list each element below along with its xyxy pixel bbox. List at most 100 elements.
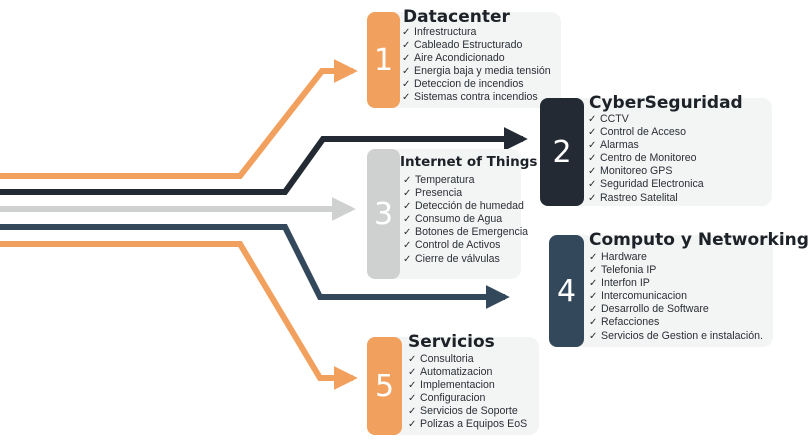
card-servicios-title: Servicios (408, 332, 495, 352)
list-item-label: CCTV (600, 113, 629, 125)
list-item: ✓Alarmas (588, 139, 704, 152)
check-icon: ✓ (403, 175, 412, 186)
card-computo-list: ✓Hardware✓Telefonia IP✓Interfon IP✓Inter… (589, 251, 763, 343)
list-item: ✓Control de Acceso (588, 126, 704, 139)
list-item-label: Servicios de Soporte (420, 405, 518, 418)
list-item: ✓Rastreo Satelital (588, 192, 704, 205)
check-icon: ✓ (588, 153, 597, 165)
list-item: ✓Polizas a Equipos EoS (408, 418, 527, 431)
list-item-label: Sistemas contra incendios (414, 91, 538, 104)
list-item-label: Control de Activos (415, 239, 501, 252)
card-servicios-number: 5 (367, 337, 402, 435)
card-computo-panel (549, 235, 773, 347)
check-icon: ✓ (589, 330, 598, 342)
list-item-label: Detección de humedad (415, 200, 524, 213)
list-item: ✓Deteccion de incendios (402, 78, 551, 91)
check-icon: ✓ (589, 252, 598, 263)
list-item: ✓Refacciones (589, 316, 763, 329)
arrow-datacenter (0, 59, 358, 179)
list-item-label: Centro de Monitoreo (600, 152, 697, 165)
list-item-label: Cierre de válvulas (415, 252, 500, 265)
list-item-label: Hardware (601, 251, 647, 263)
check-icon: ✓ (588, 140, 597, 152)
list-item-label: Botones de Emergencia (415, 226, 529, 239)
list-item: ✓Sistemas contra incendios (402, 91, 551, 104)
list-item-label: Temperatura (415, 174, 475, 186)
check-icon: ✓ (589, 317, 598, 329)
check-icon: ✓ (408, 354, 417, 365)
check-icon: ✓ (589, 278, 598, 290)
list-item: ✓Servicios de Soporte (408, 405, 527, 418)
list-item-label: Configuracion (420, 392, 486, 405)
list-item-label: Telefonia IP (601, 264, 657, 277)
check-icon: ✓ (402, 92, 411, 104)
check-icon: ✓ (402, 40, 411, 52)
card-iot-list: ✓Temperatura✓Presencia✓Detección de hume… (403, 174, 528, 266)
check-icon: ✓ (402, 53, 411, 65)
list-item-label: Implementacion (420, 379, 495, 392)
check-icon: ✓ (403, 240, 412, 252)
list-item-label: Monitoreo GPS (600, 165, 673, 178)
list-item-label: Energia baja y media tensión (414, 65, 551, 78)
check-icon: ✓ (588, 127, 597, 139)
check-icon: ✓ (402, 66, 411, 78)
list-item: ✓Implementacion (408, 379, 527, 392)
list-item: ✓Monitoreo GPS (588, 165, 704, 178)
list-item-label: Rastreo Satelital (600, 191, 678, 204)
card-cyberseguridad-list: ✓CCTV✓Control de Acceso✓Alarmas✓Centro d… (588, 113, 704, 205)
list-item-label: Infrestructura (414, 26, 477, 38)
check-icon: ✓ (408, 367, 417, 379)
check-icon: ✓ (408, 419, 417, 431)
card-servicios-list: ✓Consultoria✓Automatizacion✓Implementaci… (408, 353, 527, 432)
list-item: ✓Interfon IP (589, 277, 763, 290)
card-datacenter-list: ✓Infrestructura✓Cableado Estructurado✓Ai… (402, 26, 551, 105)
list-item: ✓Consumo de Agua (403, 213, 528, 226)
list-item: ✓Aire Acondicionado (402, 52, 551, 65)
list-item-label: Interfon IP (601, 277, 650, 290)
check-icon: ✓ (588, 192, 597, 204)
list-item-label: Cableado Estructurado (414, 39, 523, 52)
list-item: ✓Hardware (589, 251, 763, 264)
arrow-cyberseguridad (0, 127, 528, 195)
list-item: ✓Intercomunicacion (589, 290, 763, 303)
list-item: ✓Control de Activos (403, 239, 528, 252)
list-item-label: Refacciones (601, 316, 660, 329)
check-icon: ✓ (408, 380, 417, 392)
check-icon: ✓ (403, 227, 412, 239)
list-item: ✓Temperatura (403, 174, 528, 187)
list-item-label: Servicios de Gestion e instalación. (601, 329, 763, 342)
check-icon: ✓ (408, 406, 417, 418)
list-item: ✓Desarrollo de Software (589, 303, 763, 316)
list-item-label: Aire Acondicionado (414, 52, 505, 65)
list-item: ✓Energia baja y media tensión (402, 65, 551, 78)
list-item-label: Control de Acceso (600, 126, 686, 139)
list-item: ✓Seguridad Electronica (588, 178, 704, 191)
card-cyberseguridad-number: 2 (540, 98, 584, 206)
list-item: ✓Servicios de Gestion e instalación. (589, 330, 763, 343)
check-icon: ✓ (403, 201, 412, 213)
list-item-label: Consumo de Agua (415, 213, 503, 226)
arrow-computo (0, 224, 510, 309)
list-item: ✓Presencia (403, 187, 528, 200)
list-item-label: Intercomunicacion (601, 290, 687, 303)
list-item: ✓Botones de Emergencia (403, 226, 528, 239)
list-item-label: Alarmas (600, 139, 639, 152)
check-icon: ✓ (408, 393, 417, 405)
list-item-label: Polizas a Equipos EoS (420, 418, 528, 431)
list-item-label: Automatizacion (420, 366, 493, 379)
check-icon: ✓ (588, 114, 597, 125)
list-item-label: Seguridad Electronica (600, 178, 704, 191)
list-item-label: Deteccion de incendios (414, 78, 524, 91)
list-item-label: Presencia (415, 187, 463, 200)
list-item: ✓Telefonia IP (589, 264, 763, 277)
check-icon: ✓ (402, 27, 411, 38)
list-item: ✓Cierre de válvulas (403, 253, 528, 266)
check-icon: ✓ (588, 179, 597, 191)
card-datacenter-number: 1 (367, 12, 400, 108)
list-item: ✓Infrestructura (402, 26, 551, 39)
check-icon: ✓ (589, 265, 598, 277)
list-item: ✓Consultoria (408, 353, 527, 366)
list-item: ✓Automatizacion (408, 366, 527, 379)
check-icon: ✓ (402, 79, 411, 91)
